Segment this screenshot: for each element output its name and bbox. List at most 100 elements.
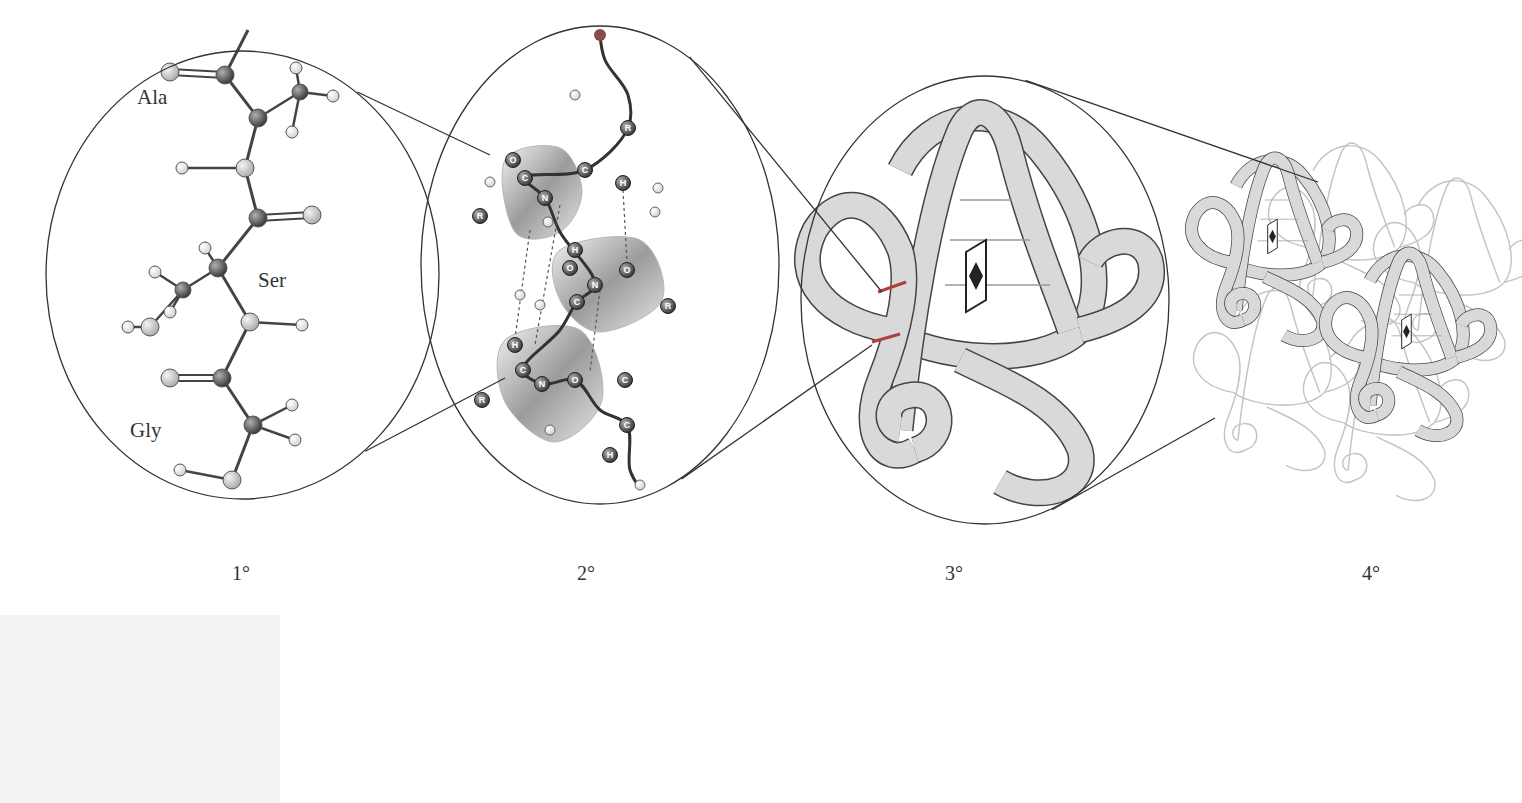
level-label: 3° — [945, 562, 963, 585]
level-label: 4° — [1362, 562, 1380, 585]
fold-stripe — [1258, 240, 1308, 241]
helix-marker — [872, 334, 900, 342]
fold-stripe — [1392, 335, 1442, 336]
helix-marker — [878, 282, 906, 292]
atom-ball — [249, 209, 267, 227]
ribbon-body — [1365, 389, 1389, 415]
ribbon-body — [1322, 220, 1356, 263]
atom-letter: H — [508, 338, 522, 352]
atom-ball — [236, 159, 254, 177]
atom-ball — [223, 471, 241, 489]
scan-shade — [0, 615, 280, 803]
atom-ball — [296, 319, 308, 331]
atom-letter: C — [518, 171, 532, 185]
atom-ball — [286, 126, 298, 138]
atom-ball — [620, 418, 635, 433]
ribbon-edge — [1080, 241, 1152, 330]
atom-ball — [621, 121, 636, 136]
ribbon-body — [1080, 241, 1152, 330]
atom-letter: O — [506, 153, 520, 167]
atom-letter: O — [563, 261, 577, 275]
heme-group — [1268, 219, 1278, 254]
atom-ball — [286, 399, 298, 411]
atom-ball — [620, 263, 635, 278]
atom-ball — [244, 416, 262, 434]
hydrogen-ball — [545, 425, 555, 435]
atom-ball — [508, 338, 523, 353]
atom-ball — [161, 63, 179, 81]
hydrogen-bond — [590, 290, 600, 372]
atom-ball — [122, 321, 134, 333]
hydrogen-ball — [653, 183, 663, 193]
hydrogen-bond — [623, 190, 627, 262]
residue-label: Ala — [137, 85, 167, 110]
atom-ball — [149, 266, 161, 278]
atom-ball — [216, 66, 234, 84]
ribbon-edge — [1265, 277, 1323, 341]
hydrogen-ball — [650, 207, 660, 217]
zoom-line — [682, 345, 872, 479]
ribbon-edge — [1365, 389, 1389, 415]
faint-ribbon — [1377, 437, 1435, 501]
hydrogen-ball — [570, 90, 580, 100]
subunit — [1326, 253, 1491, 436]
iron-atom — [969, 262, 983, 290]
atom-letter: C — [620, 418, 634, 432]
faint-ribbon — [1233, 424, 1257, 450]
atom-letter: H — [568, 243, 582, 257]
atom-ball — [570, 295, 585, 310]
zoom-line — [1026, 80, 1318, 182]
hydrogen-ball — [515, 290, 525, 300]
atom-ball — [618, 373, 633, 388]
atom-ball — [535, 377, 550, 392]
peptide-chain — [122, 30, 339, 489]
atom-ball — [241, 313, 259, 331]
zoom-ellipse: 3° — [800, 75, 1170, 525]
iron-atom — [1403, 325, 1410, 338]
faint-ribbon — [1343, 454, 1367, 480]
atom-letter: H — [603, 448, 617, 462]
ellipse-border — [801, 76, 1169, 524]
atom-ball — [209, 259, 227, 277]
chain-end — [594, 29, 606, 41]
atom-ball — [518, 171, 533, 186]
atom-ball — [213, 369, 231, 387]
atom-ball — [568, 243, 583, 258]
ellipse-border — [421, 26, 779, 504]
atom-ball — [588, 278, 603, 293]
ribbon-body — [960, 360, 1081, 493]
ellipse-outline — [420, 25, 780, 505]
atom-ball — [174, 464, 186, 476]
fold-stripe — [945, 284, 1050, 286]
atom-letter: N — [535, 377, 549, 391]
fold-stripe — [960, 199, 1012, 201]
atom-letter: R — [661, 299, 675, 313]
faint-ribbon — [1194, 333, 1246, 453]
alpha-helix — [473, 29, 676, 490]
atom-ball — [141, 318, 159, 336]
atom-ball — [661, 299, 676, 314]
level-label: 2° — [577, 562, 595, 585]
tertiary-fold — [807, 113, 1151, 493]
atom-ball — [289, 434, 301, 446]
iron-atom — [1269, 230, 1276, 243]
atom-letter: O — [620, 263, 634, 277]
atom-letter: C — [578, 163, 592, 177]
atom-letter: C — [516, 363, 530, 377]
atom-letter: C — [570, 295, 584, 309]
ribbon-body — [1231, 294, 1255, 320]
atom-ball — [616, 176, 631, 191]
atom-ball — [290, 62, 302, 74]
fold-stripe — [1399, 295, 1424, 296]
helix-backbone — [523, 35, 640, 488]
ribbon-body — [1265, 277, 1323, 341]
hydrogen-ball — [543, 217, 553, 227]
zoom-line — [690, 57, 882, 292]
fold-stripe — [1265, 200, 1290, 201]
helix-ribbon — [502, 146, 582, 240]
hydrogen-ball — [485, 177, 495, 187]
